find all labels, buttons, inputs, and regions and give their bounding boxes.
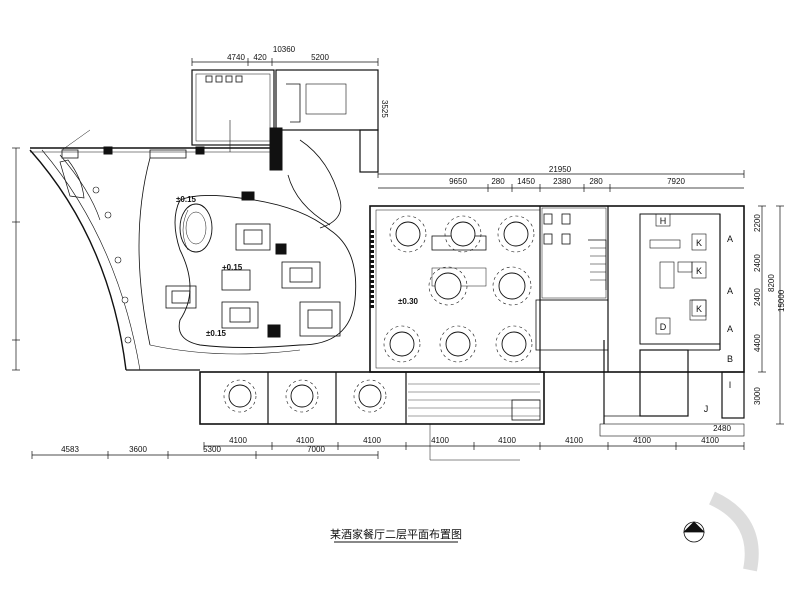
dim-grid-4: 4100 [431,436,449,445]
top-block [191,58,379,229]
dim-grid-7: 4100 [633,436,651,445]
dim-right-side-2: 2400 [753,254,762,272]
lobby-tables [165,223,341,337]
marker-i: I [729,380,732,390]
marker-h: H [660,216,667,226]
dim-grid-3: 4100 [363,436,381,445]
dim-right-side-7: 3000 [753,387,762,405]
right-dim-lines [758,205,784,425]
dim-top-3: 5200 [311,53,329,62]
dim-right-side-1: 2200 [753,214,762,232]
room-markers: K K K A A A D H B I J [655,213,733,414]
marker-b: B [727,354,733,364]
elevation-lobby-b: ±0.15 [206,329,227,338]
dim-grid-2: 4100 [296,436,314,445]
dim-grid-8: 4100 [701,436,719,445]
elevation-labels: ±0.30 +0.15 ±0.15 ±0.15 [176,195,419,338]
table-chairs [223,215,535,413]
dim-top-1: 4740 [227,53,245,62]
drawing-title-text: 某酒家餐厅二层平面布置图 [330,527,462,541]
dim-right-side-3: 2400 [753,288,762,306]
dimension-labels: 10360 4740 420 5200 3525 21950 9650 280 … [0,45,786,454]
dim-lower-3: 5300 [203,445,221,454]
dim-top-total: 10360 [273,45,296,54]
dim-right-5: 280 [589,177,603,186]
dim-right-side-6: 15000 [777,289,786,312]
dim-right-6: 7920 [667,177,685,186]
dim-right-side-5: 8200 [767,274,776,292]
dim-small-right: 2480 [713,424,731,433]
main-hall [369,170,745,373]
dim-lower-4: 7000 [307,445,325,454]
dim-left-4: 2330 [0,337,2,355]
dim-lower-2: 3600 [129,445,147,454]
dim-right-side-4: 4400 [753,334,762,352]
marker-a-1: A [727,234,733,244]
compass-icon [683,491,759,572]
dim-grid-6: 4100 [565,436,583,445]
dim-top-2: 420 [253,53,267,62]
round-tables [228,221,529,408]
drawing-title: 某酒家餐厅二层平面布置图 [330,527,462,543]
marker-a-3: A [727,324,733,334]
dim-right-total: 21950 [549,165,572,174]
bottom-dim-lines [31,442,745,459]
marker-j: J [704,404,709,414]
marker-d: D [660,322,667,332]
left-wing [29,146,357,371]
bottom-rooms [199,340,745,437]
elevation-main-hall: ±0.30 [398,297,419,306]
left-dim-lines [12,147,20,371]
marker-a-2: A [727,286,733,296]
dim-right-3: 1450 [517,177,535,186]
marker-k-1: K [696,238,702,248]
elevation-lobby-a: +0.15 [222,263,243,272]
leader-lines [61,129,520,461]
elevation-lobby-c: ±0.15 [176,195,197,204]
dim-grid-1: 4100 [229,436,247,445]
dim-grid-5: 4100 [498,436,516,445]
marker-k-2: K [696,266,702,276]
dim-stair-right: 3525 [380,100,389,118]
marker-k-3: K [696,304,702,314]
dim-right-2: 280 [491,177,505,186]
dim-lower-1: 4583 [61,445,79,454]
dim-right-1: 9650 [449,177,467,186]
dim-right-4: 2380 [553,177,571,186]
